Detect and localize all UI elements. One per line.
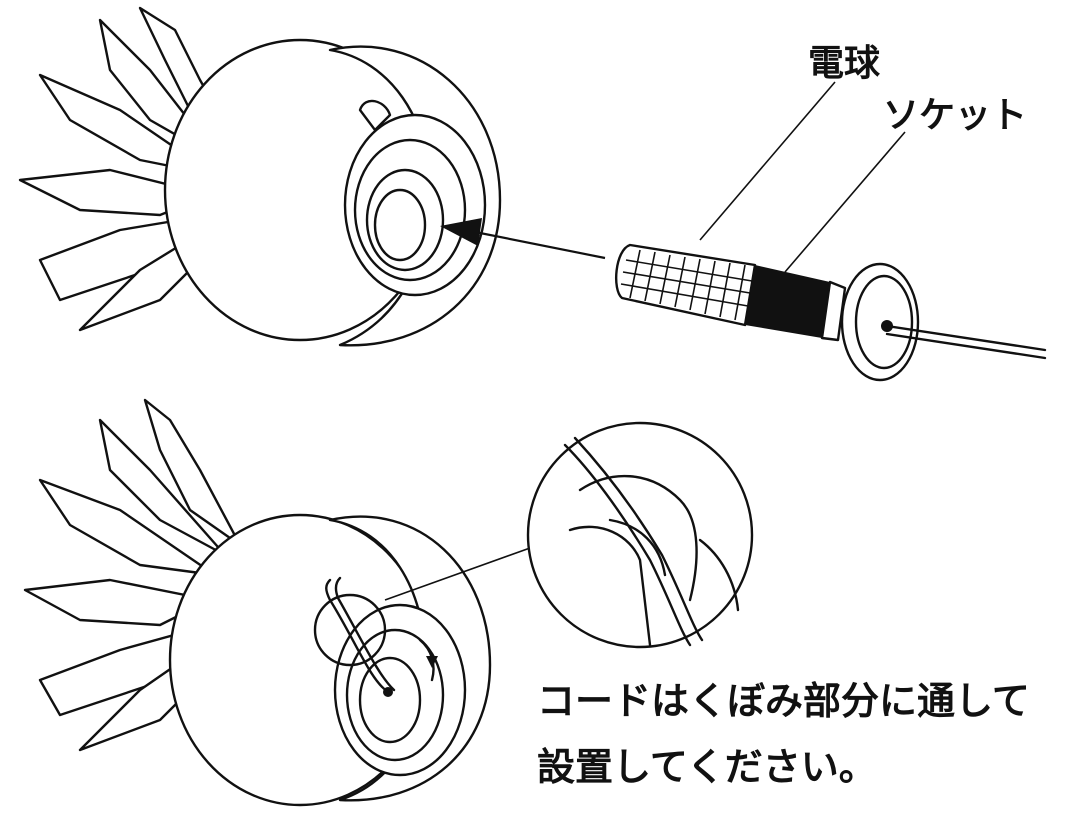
cord-top <box>885 324 1047 352</box>
bulb-socket-assembly <box>615 243 1047 382</box>
insert-arrow <box>440 218 606 260</box>
socket-label: ソケット <box>883 95 1028 136</box>
instruction-line-1: コードはくぼみ部分に通して <box>537 679 1030 723</box>
bulb <box>615 243 757 327</box>
leaves-top <box>18 6 242 332</box>
zoom-source-circle <box>313 593 387 667</box>
bulb-label: 電球 <box>808 43 881 84</box>
socket-leader-line <box>784 131 906 273</box>
leaves-bottom <box>23 398 242 752</box>
zoom-detail <box>526 421 754 649</box>
pineapple-lamp-top <box>18 6 502 347</box>
pineapple-lamp-bottom <box>23 398 492 807</box>
socket <box>745 262 920 382</box>
bulb-leader-line <box>699 81 836 241</box>
instruction-line-2: 設置してください。 <box>537 745 877 789</box>
